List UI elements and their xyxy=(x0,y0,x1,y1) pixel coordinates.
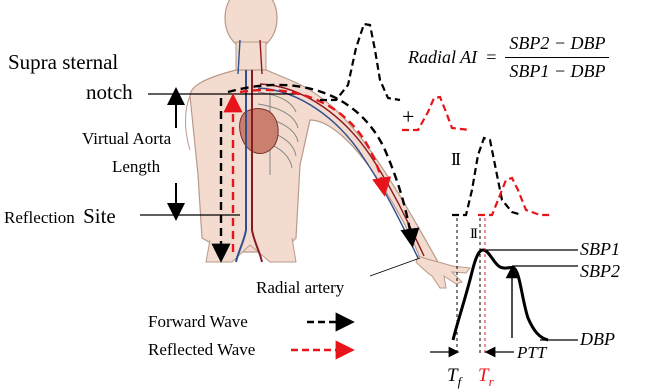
formula-fraction: SBP2 − DBP SBP1 − DBP xyxy=(505,33,609,82)
hand-shape xyxy=(416,256,470,288)
tf-subscript: f xyxy=(458,374,462,389)
torso-arm-shape xyxy=(190,70,438,262)
formula-equals: = xyxy=(485,47,497,68)
radial-artery-label: Radial artery xyxy=(256,279,344,296)
formula-numerator: SBP2 − DBP xyxy=(505,33,609,58)
formula-lhs: Radial AI xyxy=(408,47,477,68)
tf-letter: T xyxy=(447,365,458,386)
virtual-aorta-label-line2: Length xyxy=(112,158,160,175)
dbp-label: DBP xyxy=(580,330,615,348)
plus-sign: + xyxy=(402,106,414,128)
ptt-label: PTT xyxy=(517,344,546,361)
tr-letter: T xyxy=(478,365,489,386)
tf-label: Tf xyxy=(447,366,461,388)
legend-forward-label: Forward Wave xyxy=(148,313,248,330)
tr-label: Tr xyxy=(478,366,494,388)
forward-pulse-waveform xyxy=(320,24,400,100)
reflection-site-label: Reflection Site xyxy=(4,206,116,227)
equals-sign: II xyxy=(451,150,459,168)
formula-denominator: SBP1 − DBP xyxy=(505,58,609,82)
sbp1-label: SBP1 xyxy=(580,240,620,258)
radial-artery-pointer xyxy=(370,258,420,276)
equals-sign-small: II xyxy=(470,227,476,242)
suprasternal-label-line1: Supra sternal xyxy=(8,52,118,73)
virtual-aorta-label-line1: Virtual Aorta xyxy=(82,130,171,147)
legend-reflected-label: Reflected Wave xyxy=(148,341,255,358)
site-word: Site xyxy=(83,204,116,228)
sbp2-label: SBP2 xyxy=(580,262,620,280)
combined-forward-pulse xyxy=(452,138,522,215)
suprasternal-label-line2: notch xyxy=(86,82,133,103)
reflection-word: Reflection xyxy=(4,208,75,227)
radial-ai-formula: Radial AI = SBP2 − DBP SBP1 − DBP xyxy=(408,33,609,82)
tr-subscript: r xyxy=(489,374,494,389)
radial-pressure-waveform xyxy=(453,250,548,340)
combined-reflected-pulse xyxy=(478,178,552,215)
